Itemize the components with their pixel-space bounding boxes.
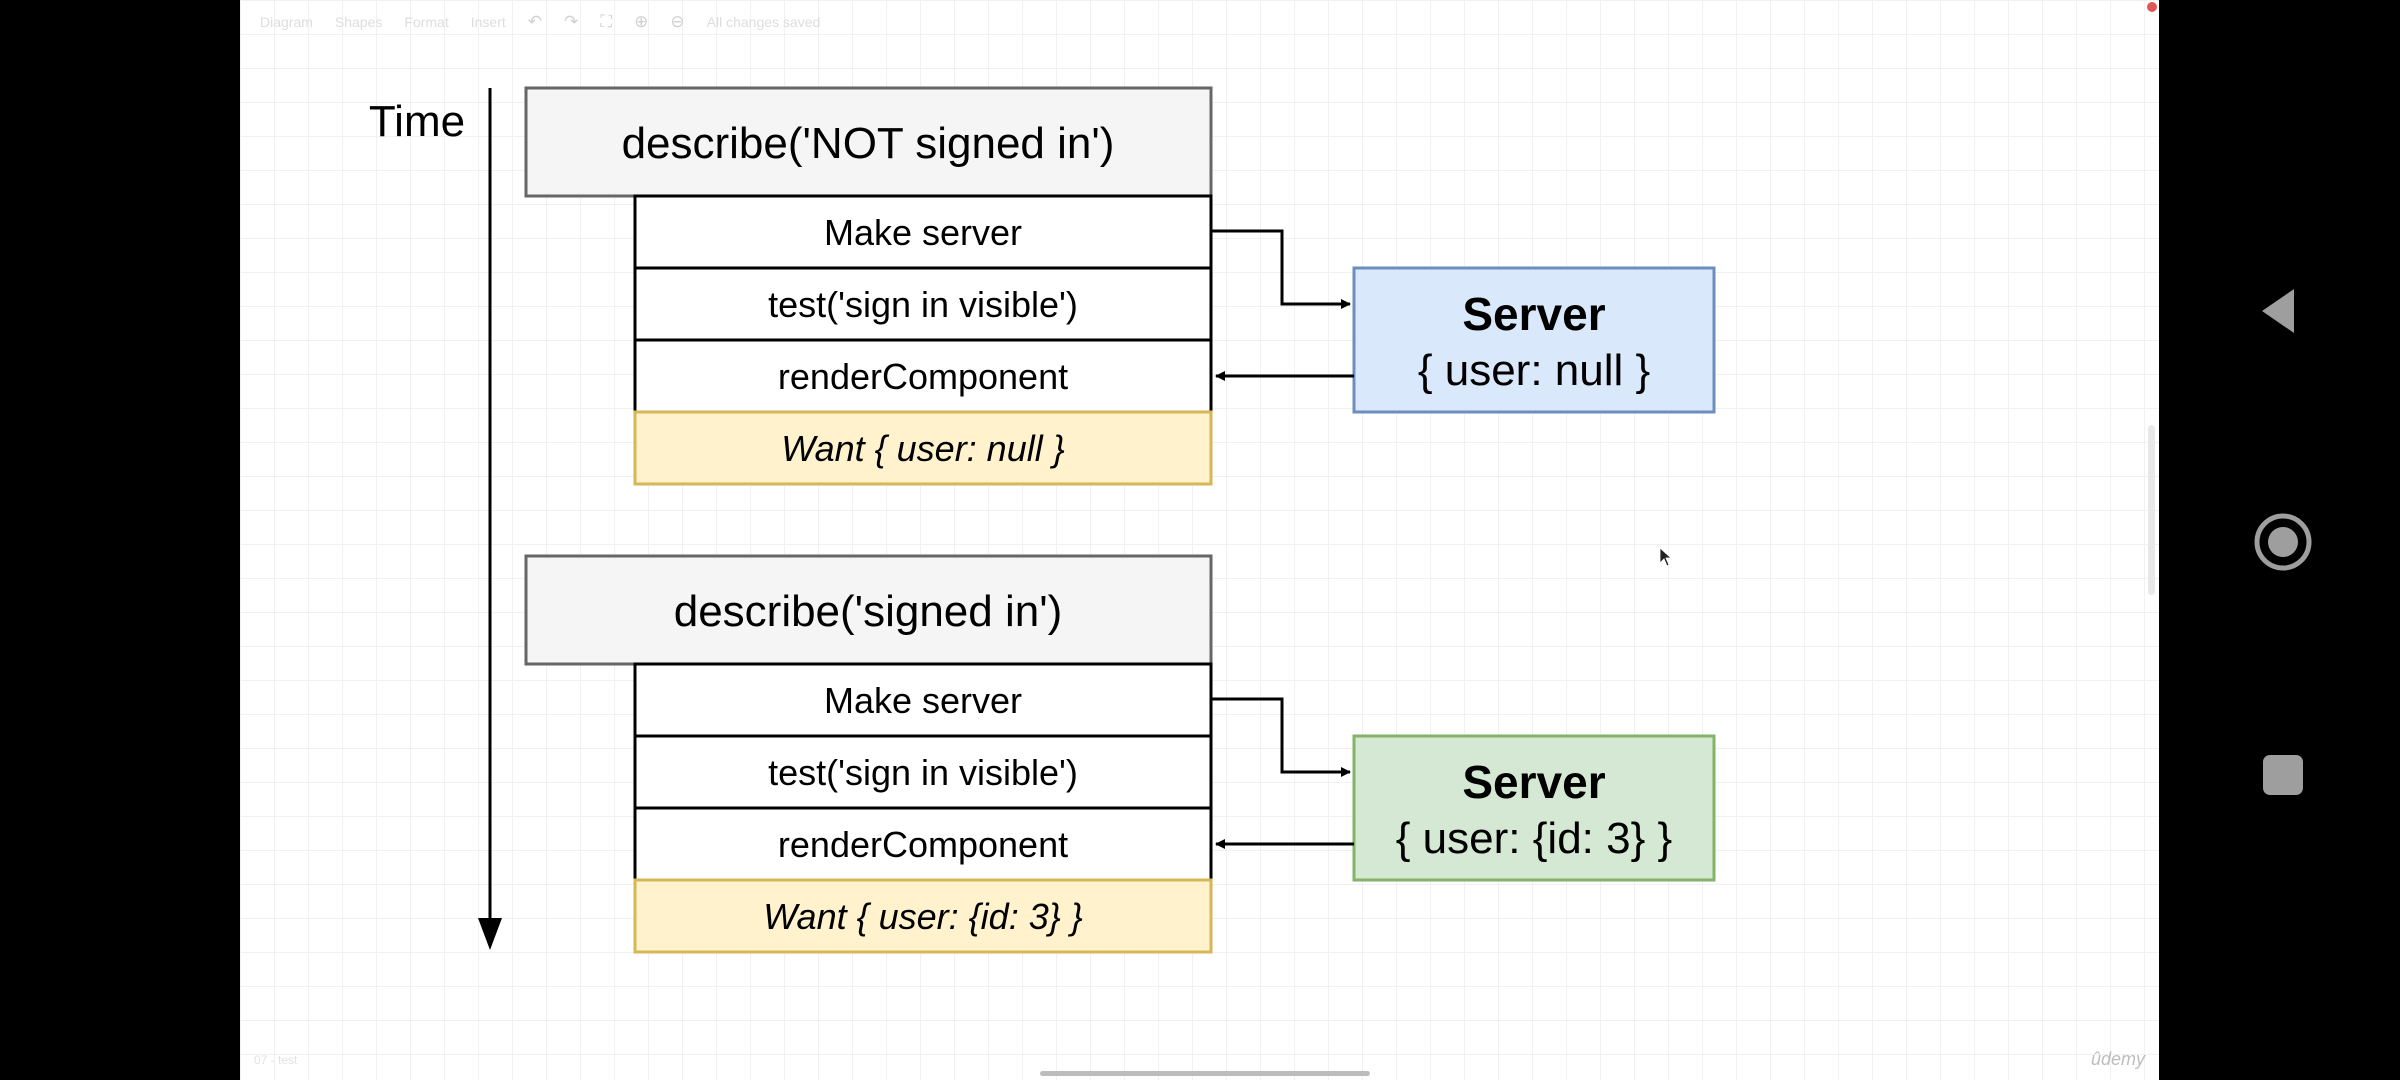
describe-header-label: describe('signed in') [674,587,1063,636]
server-box-signed-in-user[interactable] [1352,734,1716,882]
describe-group-signed-in: describe('signed in') Make server test('… [524,554,1716,954]
recents-square-icon[interactable] [2260,752,2306,798]
want-box[interactable] [633,410,1213,486]
want-label: Want { user: null } [781,428,1065,469]
step-make-server[interactable] [633,662,1213,738]
redo-icon[interactable]: ↷ [564,12,579,31]
describe-header-box[interactable] [524,554,1213,666]
home-circle-icon[interactable] [2253,512,2313,572]
diagram-canvas[interactable]: Diagram Shapes Format Insert ↶ ↷ ⛶ ⊕ ⊖ A… [240,0,2159,1080]
connector-make-server-to-server [1211,697,1351,777]
mouse-cursor-icon [1659,547,1673,567]
zoom-in-icon[interactable]: ⊕ [634,12,649,31]
page-tabs-bar: 07 - test [240,1040,2159,1080]
udemy-watermark: ûdemy [2090,1049,2145,1069]
server-state: { user: null } [1418,346,1650,395]
describe-header-label: describe('NOT signed in') [622,119,1115,168]
step-label: test('sign in visible') [768,752,1078,793]
recording-dot-icon [2147,2,2157,12]
editor-toolbar: Diagram Shapes Format Insert ↶ ↷ ⛶ ⊕ ⊖ A… [240,0,2159,44]
want-label: Want { user: {id: 3} } [763,896,1083,937]
step-render-component[interactable] [633,806,1213,882]
server-title: Server [1462,756,1605,808]
describe-group-not-signed-in: describe('NOT signed in') Make server te… [524,86,1716,486]
zoom-out-icon[interactable]: ⊖ [670,12,685,31]
insert-menu[interactable]: Insert [470,14,506,30]
diagram-menu[interactable]: Diagram [260,14,313,30]
server-title: Server [1462,288,1605,340]
time-axis-label: Time [369,97,465,146]
step-label: test('sign in visible') [768,284,1078,325]
shapes-tab[interactable]: Shapes [334,14,383,30]
format-tab[interactable]: Format [404,14,449,30]
active-page-tab[interactable]: 07 - test [254,1053,298,1067]
step-test[interactable] [633,266,1213,342]
back-triangle-icon[interactable] [2256,285,2304,337]
save-status: All changes saved [706,14,821,30]
time-axis-arrowhead [478,918,502,950]
server-box-null-user[interactable] [1352,266,1716,414]
step-label: renderComponent [778,356,1068,397]
step-label: renderComponent [778,824,1068,865]
scroll-indicator [1040,1071,1370,1076]
server-state: { user: {id: 3} } [1396,814,1672,863]
undo-icon[interactable]: ↶ [527,12,542,31]
android-navigation-bar [2159,0,2400,1080]
step-label: Make server [824,680,1022,721]
describe-header-box[interactable] [524,86,1213,198]
test-lifecycle-diagram: Time describe('NOT signed in') Make serv… [369,86,1716,954]
step-label: Make server [824,212,1022,253]
vertical-scrollbar[interactable] [2148,425,2155,595]
connector-make-server-to-server [1211,229,1351,309]
fullscreen-icon[interactable]: ⛶ [600,12,613,31]
want-box[interactable] [633,878,1213,954]
